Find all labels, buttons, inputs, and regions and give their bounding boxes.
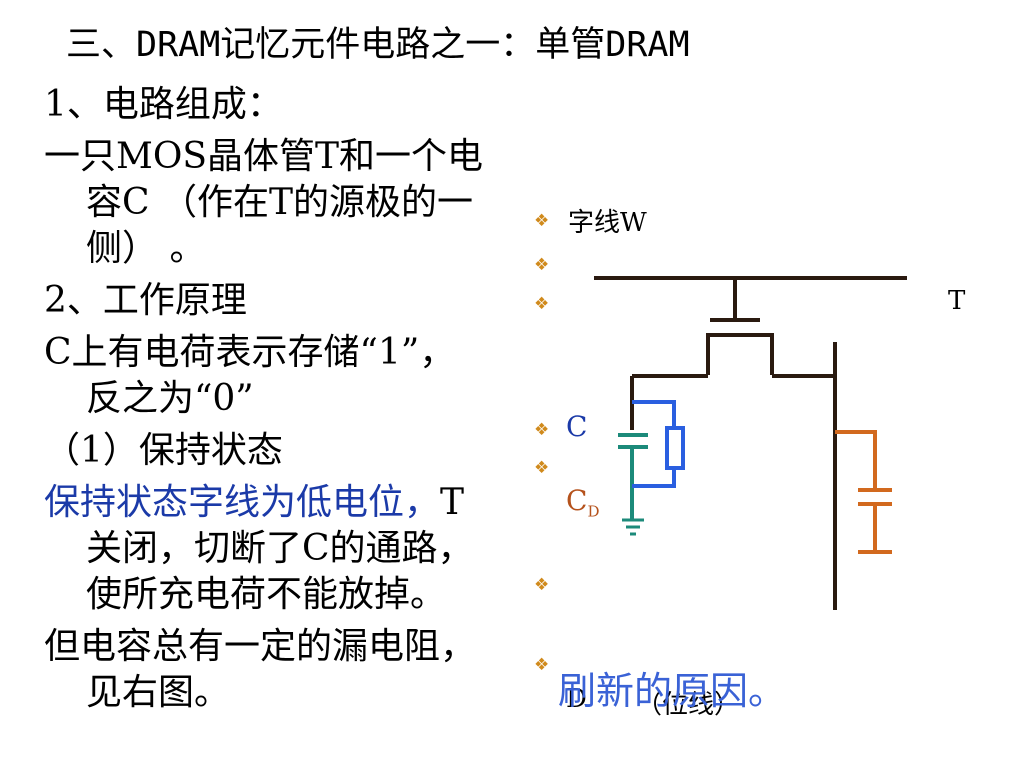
bitline-capacitor-cd — [835, 430, 892, 554]
cd-top-wire — [835, 430, 877, 488]
channel — [706, 333, 774, 375]
section-heading-composition: 1、电路组成： — [44, 84, 283, 125]
bitline-capacitor-label: CD — [566, 484, 599, 521]
ground-icon — [622, 518, 644, 536]
leakage-text: 但电容总有一定的漏电阻，见右图。 — [44, 626, 477, 713]
capacitor-c — [618, 433, 648, 519]
bullet-icon: ❖ — [534, 420, 550, 440]
bullet-icon: ❖ — [534, 575, 550, 595]
bit-line-letter: D — [566, 684, 587, 714]
page-title: 三、DRAM记忆元件电路之一：单管DRAM — [66, 25, 690, 65]
bit-line-label: （位线） — [636, 690, 741, 720]
hold-state-rest: T关闭，切断了C的通路，使所充电荷不能放掉。 — [86, 482, 474, 615]
cd-subscript: D — [587, 502, 600, 521]
section-heading-principle: 2、工作原理 — [44, 280, 247, 321]
leakage-resistor — [632, 400, 685, 488]
resistor-top-wire — [632, 400, 676, 428]
transistor-label: T — [948, 286, 966, 316]
bullet-icon: ❖ — [534, 294, 550, 314]
refresh-reason-note: 刷新的原因。 — [558, 669, 787, 713]
principle-text: C上有电荷表示存储“1”，反之为“0” — [44, 332, 456, 419]
capacitor-label: C — [566, 410, 588, 443]
cd-main: C — [566, 484, 588, 517]
hold-state-text: 保持状态字线为低电位，T关闭，切断了C的通路，使所充电荷不能放掉。 — [44, 480, 484, 618]
word-line-label: 字线W — [568, 208, 647, 238]
bullet-icon: ❖ — [534, 255, 550, 275]
bullet-icon: ❖ — [534, 211, 550, 231]
resistor-body — [665, 426, 685, 470]
bullet-icon: ❖ — [534, 655, 550, 675]
resistor-bottom-wire — [632, 468, 676, 488]
left-text-column: 1、电路组成： 一只MOS晶体管T和一个电容C （作在T的源极的一侧） 。 2、… — [44, 82, 484, 722]
circuit-wires — [594, 276, 907, 610]
hold-state-heading: （1）保持状态 — [44, 430, 283, 471]
hold-state-highlight: 保持状态字线为低电位， — [44, 482, 441, 523]
composition-text: 一只MOS晶体管T和一个电容C （作在T的源极的一侧） 。 — [44, 136, 484, 269]
bullet-icon: ❖ — [534, 458, 550, 478]
